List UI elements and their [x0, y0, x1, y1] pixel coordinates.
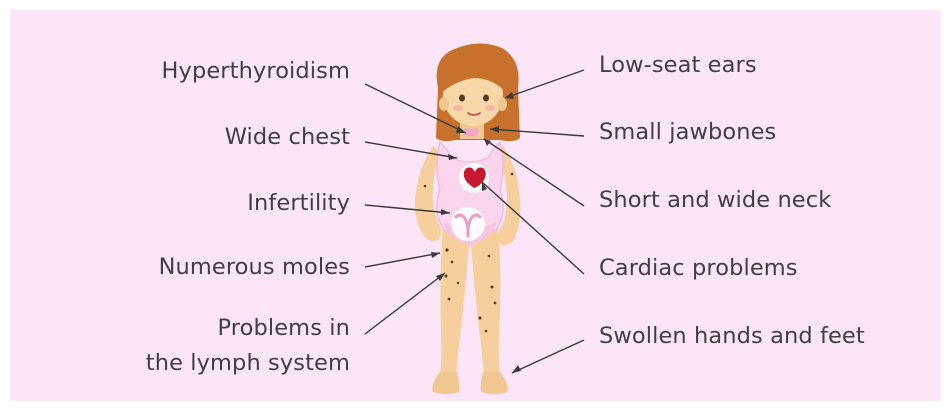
left-leg [440, 225, 470, 375]
right-foot [481, 372, 508, 394]
right-eye [483, 95, 489, 102]
leader-swollen-hands-feet [512, 340, 584, 373]
left-ear [439, 97, 449, 111]
left-blush [453, 105, 463, 111]
left-foot [432, 372, 459, 394]
right-blush [485, 105, 495, 111]
leader-lymph [365, 273, 445, 334]
right-ear [497, 97, 507, 111]
leader-numerous-moles [365, 253, 440, 267]
left-eye [459, 95, 465, 102]
right-leg [470, 225, 500, 375]
